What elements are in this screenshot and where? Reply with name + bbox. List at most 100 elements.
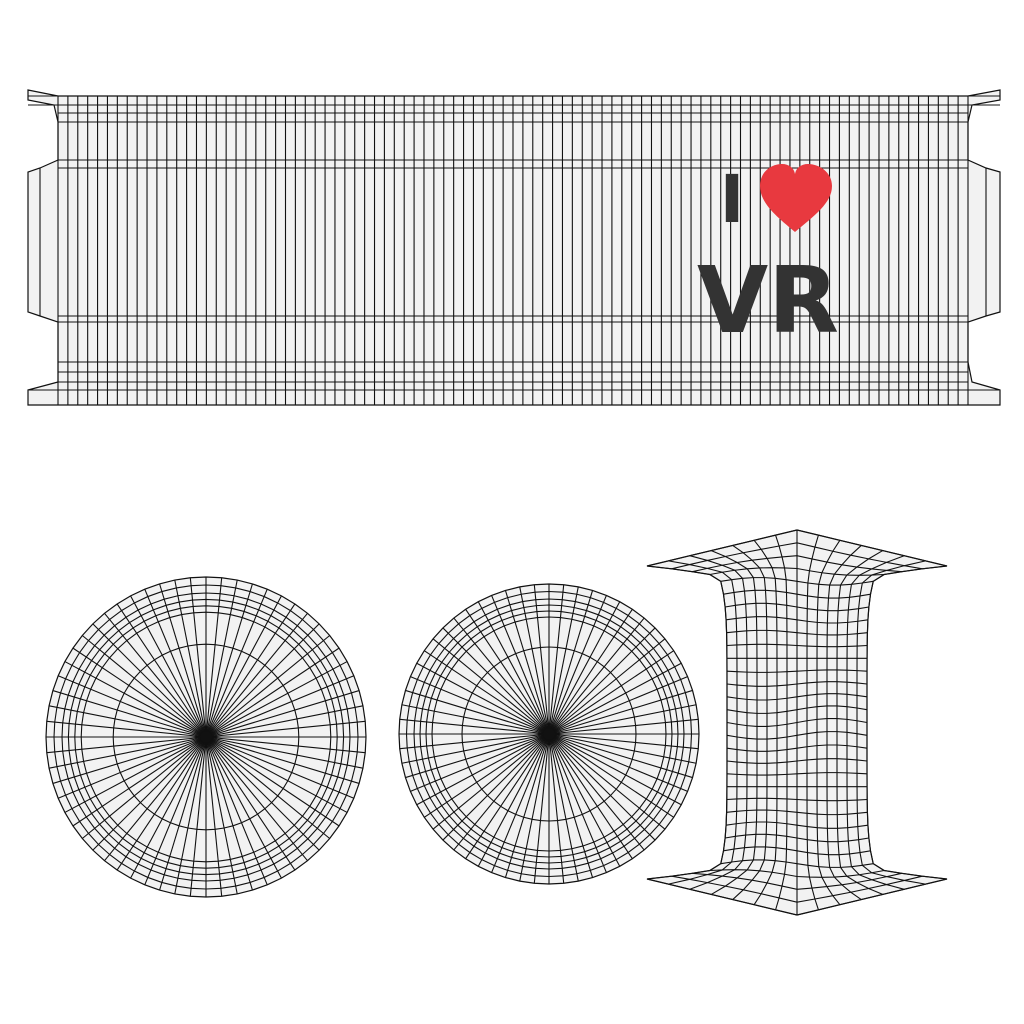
cylinder-side-uv-island [27, 89, 1001, 406]
disc-spoke [453, 733, 550, 851]
disc-spoke [548, 733, 688, 792]
disc-spoke [81, 736, 207, 839]
disc-spoke [104, 612, 207, 738]
disc-spoke [548, 733, 633, 860]
disc-spoke [46, 720, 207, 738]
disc-spoke [548, 608, 633, 735]
disc-spoke [423, 733, 550, 818]
disc-spoke [533, 584, 550, 735]
disc-spoke [205, 612, 308, 738]
disc-spoke [410, 676, 550, 735]
disc-spoke [189, 736, 207, 897]
disc-spoke [205, 690, 360, 738]
heart-icon [760, 164, 832, 232]
disc-spoke [205, 623, 320, 738]
disc-spoke [189, 577, 207, 738]
disc-spoke [205, 588, 268, 738]
disc-spoke [548, 733, 621, 867]
disc-spoke [432, 733, 550, 830]
handle-column-line [775, 534, 788, 911]
disc-spoke [205, 603, 296, 738]
decal-letters-vr: VR [697, 247, 839, 354]
disc-spoke [519, 733, 550, 882]
disc-spoke [92, 623, 207, 738]
disc-spoke [52, 736, 207, 784]
disc-spoke [205, 736, 282, 879]
disc-spoke [453, 617, 550, 735]
disc-spoke [401, 733, 550, 764]
i-love-vr-decal: I VR [697, 161, 839, 354]
disc-spoke [116, 736, 207, 871]
disc-spoke [548, 650, 675, 735]
disc-spoke [548, 662, 682, 735]
disc-spoke [205, 736, 331, 839]
disc-spoke [205, 736, 364, 769]
handle-column-line [753, 539, 778, 906]
disc-center [543, 728, 555, 740]
disc-spoke [48, 705, 207, 738]
disc-spoke [416, 733, 550, 806]
handle-column-line [806, 534, 819, 911]
disc-spoke [465, 608, 550, 735]
disc-spoke [416, 662, 550, 735]
disc-spoke [57, 675, 207, 738]
handle-column-line [646, 565, 728, 880]
disc-spoke [159, 736, 207, 891]
disc-spoke [64, 736, 207, 813]
disc-spoke [465, 733, 550, 860]
band-outline [27, 89, 1001, 406]
disc-spoke [72, 736, 207, 827]
disc-spoke [548, 617, 645, 735]
handle-column-line [856, 560, 926, 885]
disc-spoke [519, 586, 550, 735]
disc-spoke [548, 584, 565, 735]
disc-spoke [205, 736, 348, 813]
disc-spoke [504, 733, 550, 878]
disc-spoke [64, 661, 207, 738]
decal-letter-i: I [720, 161, 745, 238]
handle-column-line [689, 555, 748, 890]
disc-spoke [205, 736, 360, 784]
disc-spoke [92, 736, 207, 851]
disc-spoke [205, 736, 308, 862]
disc-spoke [548, 718, 699, 735]
disc-spoke [410, 733, 550, 792]
disc-spoke [548, 627, 656, 735]
disc-spoke [548, 638, 666, 735]
disc-spoke [205, 736, 320, 851]
handle-column-line [846, 555, 905, 890]
disc-spoke [401, 704, 550, 735]
handle-column-line [732, 544, 768, 900]
disc-spoke [72, 647, 207, 738]
disc-spoke [205, 736, 268, 886]
disc-spoke [548, 601, 621, 735]
disc-spoke [174, 579, 207, 738]
disc-spoke [548, 733, 693, 779]
disc-spoke [491, 595, 550, 735]
handle-column-line [866, 565, 948, 880]
disc-spoke [81, 635, 207, 738]
disc-spoke [504, 590, 550, 735]
handle-column-line [836, 550, 883, 895]
disc-spoke [548, 689, 693, 735]
disc-spoke [548, 733, 656, 841]
disc-spoke [205, 583, 253, 738]
handle-column-line [826, 545, 862, 901]
disc-spoke [144, 588, 207, 738]
disc-spoke [548, 733, 666, 830]
cylinder-cap-uv-island-middle [398, 583, 700, 885]
disc-spoke [548, 586, 579, 735]
disc-spoke [548, 733, 675, 818]
handle-column-line [816, 539, 841, 906]
disc-spoke [548, 595, 607, 735]
disc-spoke [205, 736, 253, 891]
disc-spoke [405, 733, 550, 779]
disc-spoke [205, 736, 355, 799]
disc-spoke [548, 590, 594, 735]
disc-spoke [205, 736, 366, 754]
disc-spoke [423, 650, 550, 735]
disc-spoke [491, 733, 550, 873]
disc-spoke [57, 736, 207, 799]
disc-spoke [548, 676, 688, 735]
disc-spoke [205, 736, 296, 871]
